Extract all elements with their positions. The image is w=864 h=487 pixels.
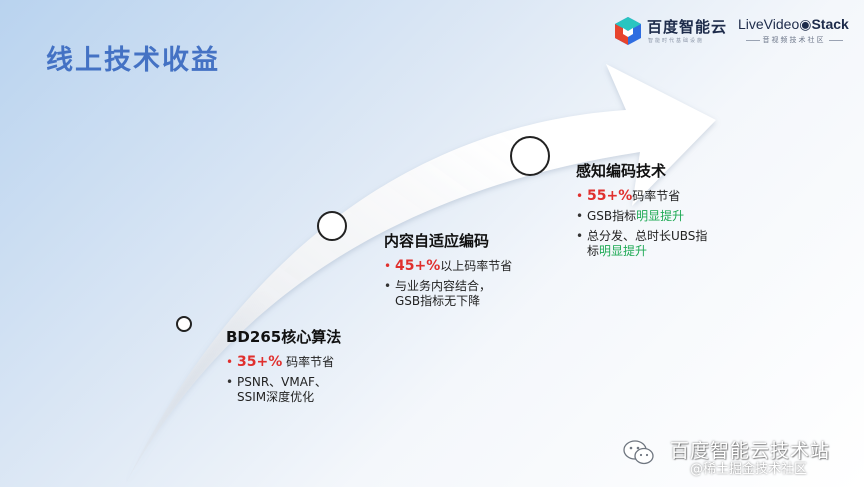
stage-bullets: 45+%以上码率节省 与业务内容结合，GSB指标无下降 [384, 259, 532, 309]
milestone-node-2 [317, 211, 347, 241]
baidu-logo-tagline: 智能时代基础设施 [648, 38, 705, 44]
stage-block-3: 感知编码技术 55+%码率节省 GSB指标明显提升 总分发、总时长UBS指标明显… [576, 160, 736, 264]
bullet-part: 以上码率节省 [440, 259, 513, 273]
lvs-name-prefix: LiveVideo [738, 16, 800, 32]
livevideostack-logo: LiveVideo◉Stack 音视频技术社区 [738, 16, 854, 48]
bullet-item: PSNR、VMAF、SSIM深度优化 [226, 375, 344, 405]
stage-bullets: 55+%码率节省 GSB指标明显提升 总分发、总时长UBS指标明显提升 [576, 189, 736, 259]
stage-bullets: 35+% 码率节省 PSNR、VMAF、SSIM深度优化 [226, 355, 366, 405]
milestone-node-1 [176, 316, 192, 332]
milestone-node-3 [510, 136, 550, 176]
bullet-part: 码率节省 [632, 189, 681, 203]
bullet-part: 与业务内容结合，GSB指标无下降 [395, 279, 492, 308]
bullet-item: 45+%以上码率节省 [384, 258, 522, 275]
baidu-logo-name: 百度智能云 [647, 18, 728, 36]
bullet-part: GSB指标 [587, 209, 637, 223]
wechat-icon [623, 440, 654, 465]
bullet-item: 55+%码率节省 [576, 188, 736, 205]
watermark-source: @稀土掘金技术社区 [690, 462, 808, 477]
lvs-name-suffix: Stack [811, 16, 849, 32]
page-title: 线上技术收益 [46, 45, 220, 76]
bullet-item: 总分发、总时长UBS指标明显提升 [576, 229, 716, 259]
cube-logo-icon [615, 17, 641, 45]
bullet-part: 55+% [587, 188, 633, 204]
bullet-item: 35+% 码率节省 [226, 354, 366, 371]
bullet-part: 码率节省 [282, 355, 335, 369]
stage-heading: 感知编码技术 [576, 162, 667, 180]
bullet-item: GSB指标明显提升 [576, 209, 736, 224]
bullet-part: 45+% [395, 258, 441, 274]
stage-block-2: 内容自适应编码 45+%以上码率节省 与业务内容结合，GSB指标无下降 [384, 230, 532, 314]
lvs-logo-subtitle: 音视频技术社区 [738, 35, 850, 45]
bullet-part: 总分发、总时长UBS指标 [587, 229, 708, 258]
lvs-dot-icon: ◉ [799, 16, 812, 32]
bullet-part: 明显提升 [636, 209, 685, 223]
watermark: 百度智能云技术站 @稀土掘金技术社区 [622, 436, 858, 482]
bullet-part: PSNR、VMAF、SSIM深度优化 [237, 375, 327, 404]
stage-heading: BD265核心算法 [226, 328, 342, 346]
stage-heading: 内容自适应编码 [384, 232, 490, 250]
stage-block-1: BD265核心算法 35+% 码率节省 PSNR、VMAF、SSIM深度优化 [226, 326, 366, 410]
bullet-part: 明显提升 [599, 244, 648, 258]
baidu-cloud-logo: 百度智能云 智能时代基础设施 [614, 14, 732, 48]
lvs-logo-name: LiveVideo◉Stack [738, 16, 849, 33]
watermark-title: 百度智能云技术站 [670, 440, 831, 462]
bullet-part: 35+% [237, 354, 283, 370]
bullet-item: 与业务内容结合，GSB指标无下降 [384, 279, 514, 309]
